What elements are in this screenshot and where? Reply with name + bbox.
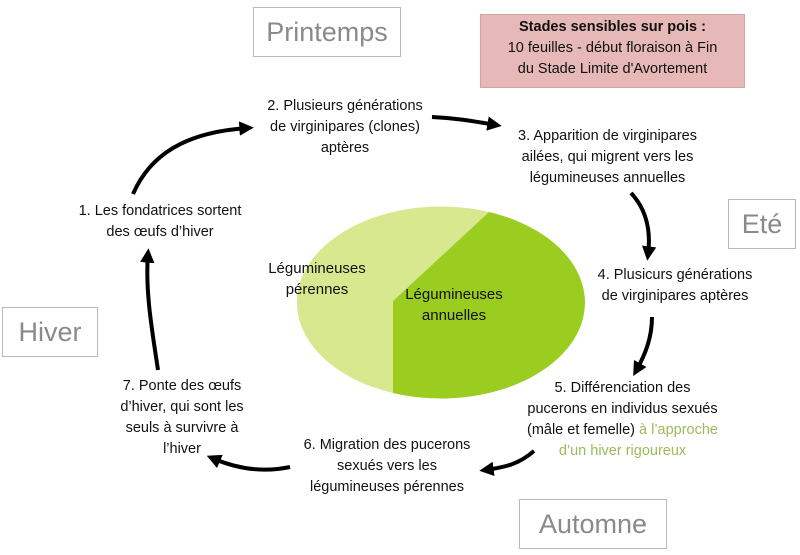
step-4-line-1: 4. Plusicurs générations [597,267,753,283]
arrow-1-to-2 [131,121,254,195]
step-7-line-4: l’hiver [163,441,201,457]
pie-label-annual-line-2: annuelles [421,307,487,324]
step-1-line-1: 1. Les fondatrices sortent [78,203,242,219]
step-5-line-1: 5. Différenciation des [554,380,691,396]
pie-label-annual: Légumineuses annuelles [398,284,510,326]
step-7-line-1: 7. Ponte des œufs [122,378,242,394]
step-6-line-3: légumineuses pérennes [310,479,464,495]
step-6: 6. Migration des pucerons sexués vers le… [282,435,492,498]
step-4-line-2: de virginipares aptères [601,288,749,304]
arrow-4-to-5 [633,316,654,377]
season-winter: Hiver [2,307,98,357]
step-7-line-2: d’hiver, qui sont les [120,399,244,415]
note-title: Stades sensibles sur pois : [519,19,706,35]
pie-slice-annual [393,212,585,399]
step-6-line-2: sexués vers les [337,458,437,474]
step-7: 7. Ponte des œufs d’hiver, qui sont les … [102,376,262,460]
arrow-6-to-7 [206,454,291,472]
step-3: 3. Apparition de virginipares ailées, qu… [495,126,720,189]
step-5-line-2: pucerons en individus sexués [527,401,718,417]
arrow-5-to-6 [479,449,536,477]
step-3-line-1: 3. Apparition de virginipares [518,128,697,144]
sensitive-stages-note: Stades sensibles sur pois : 10 feuilles … [480,14,745,88]
step-1-line-2: des œufs d’hiver [106,224,214,240]
note-line-2: du Stade Limite d'Avortement [517,61,708,77]
pie-label-perennial-line-2: pérennes [285,281,349,298]
step-3-line-2: ailées, qui migrent vers les [521,149,694,165]
step-6-line-1: 6. Migration des pucerons [303,437,471,453]
step-3-line-3: légumineuses annuelles [529,170,686,186]
season-summer: Eté [728,199,796,249]
arrow-3-to-4 [629,191,657,261]
step-2-line-3: aptères [320,140,370,156]
pie-label-perennial: Légumineuses pérennes [262,258,372,300]
step-5-highlight-2: d’un hiver rigoureux [558,443,687,459]
step-5-highlight-1: à l’approche [639,422,718,438]
season-spring: Printemps [253,7,401,57]
step-7-line-3: seuls à survivre à [125,420,239,436]
step-2-line-2: de virginipares (clones) [270,119,420,135]
step-5-line-3: (mâle et femelle) à l’approche [505,420,740,441]
arrow-2-to-3 [431,115,502,131]
step-2: 2. Plusieurs générations de virginipares… [245,96,445,159]
step-1: 1. Les fondatrices sortent des œufs d’hi… [60,201,260,243]
step-5: 5. Différenciation des pucerons en indiv… [505,378,740,462]
pie-label-perennial-line-1: Légumineuses [268,260,366,277]
step-2-line-1: 2. Plusieurs générations [267,98,423,114]
note-line-1: 10 feuilles - début floraison à Fin [507,40,718,56]
season-autumn: Automne [519,499,667,549]
pie-slice-perennial [296,206,489,393]
pie-label-annual-line-1: Légumineuses [405,286,503,303]
step-5-line-3-text: (mâle et femelle) [526,422,635,438]
step-4: 4. Plusicurs générations de virginipares… [575,265,775,307]
arrow-7-to-1 [140,248,160,371]
